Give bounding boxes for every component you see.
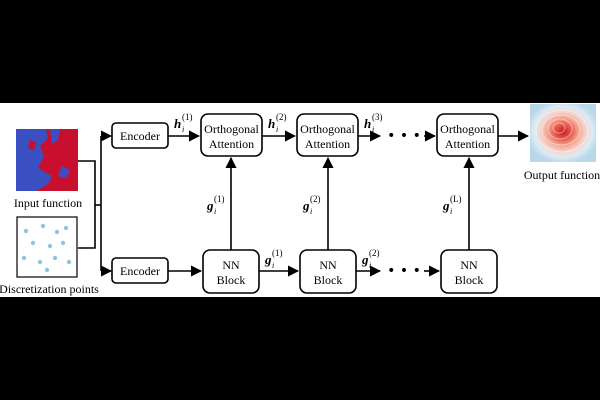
var-h3-base: h <box>364 116 371 131</box>
nn-block-1-line1: NN <box>222 258 240 272</box>
nn-block-3-line2: Block <box>455 273 484 287</box>
var-h1-sub: i <box>182 125 184 134</box>
var-gv1-base: g <box>206 198 214 213</box>
var-g-vertical-1: g i (1) <box>206 194 225 216</box>
output-function-label: Output function <box>524 168 600 182</box>
encoder-top-label: Encoder <box>120 129 160 143</box>
point-marker <box>30 240 36 246</box>
var-gv2-sub: i <box>310 207 312 216</box>
attention-block-2-line2: Attention <box>305 137 350 151</box>
bottom-ellipsis: • • • <box>387 263 421 279</box>
var-gh2-sup: (2) <box>369 248 380 258</box>
var-gh2-base: g <box>361 252 369 267</box>
var-g-vertical-2: g i (2) <box>302 194 321 216</box>
var-gh1-base: g <box>264 252 272 267</box>
var-h3-sub: i <box>372 125 374 134</box>
nn-block-3: NN Block <box>440 249 498 294</box>
input-function-label: Input function <box>14 196 82 210</box>
attention-block-2: Orthogonal Attention <box>296 113 359 157</box>
var-h1-sup: (1) <box>182 112 193 122</box>
point-marker <box>60 240 66 246</box>
var-gv1-sup: (1) <box>214 194 225 204</box>
var-gv2-sup: (2) <box>310 194 321 204</box>
nn-block-1-line2: Block <box>217 273 246 287</box>
var-h2-base: h <box>268 116 275 131</box>
point-marker <box>66 259 72 265</box>
point-marker <box>52 255 58 261</box>
var-g-vertical-3: g i (L) <box>442 194 462 216</box>
attention-block-3: Orthogonal Attention <box>436 113 499 157</box>
encoder-bottom-label: Encoder <box>120 264 160 278</box>
nn-block-3-line1: NN <box>460 258 478 272</box>
encoder-bottom: Encoder <box>111 257 169 284</box>
attention-block-1-line2: Attention <box>209 137 254 151</box>
point-marker <box>23 228 29 234</box>
var-g-horizontal-2: g i (2) <box>361 248 380 270</box>
output-function-image <box>530 104 596 162</box>
var-h1: h i (1) <box>174 112 193 134</box>
var-gv1-sub: i <box>214 207 216 216</box>
point-marker <box>37 259 43 265</box>
var-h1-base: h <box>174 116 181 131</box>
var-gv2-base: g <box>302 198 310 213</box>
point-marker <box>54 229 60 235</box>
var-g-horizontal-1: g i (1) <box>264 248 283 270</box>
point-marker <box>44 267 50 273</box>
var-h3: h i (3) <box>364 112 383 134</box>
attention-block-3-line2: Attention <box>445 137 490 151</box>
attention-block-1-line1: Orthogonal <box>204 122 259 136</box>
attention-block-2-line1: Orthogonal <box>300 122 355 136</box>
point-marker <box>47 243 53 249</box>
var-h2: h i (2) <box>268 112 287 134</box>
point-marker <box>40 223 46 229</box>
var-h3-sup: (3) <box>372 112 383 122</box>
nn-block-1: NN Block <box>202 249 260 294</box>
attention-block-3-line1: Orthogonal <box>440 122 495 136</box>
var-gh2-sub: i <box>369 261 371 270</box>
discretization-points-image <box>16 216 78 278</box>
encoder-top: Encoder <box>111 122 169 149</box>
var-h2-sup: (2) <box>276 112 287 122</box>
attention-block-1: Orthogonal Attention <box>200 113 263 157</box>
input-function-image <box>16 129 78 191</box>
var-gv3-sub: i <box>450 207 452 216</box>
var-h2-sub: i <box>276 125 278 134</box>
var-gv3-base: g <box>442 198 450 213</box>
point-marker <box>63 225 69 231</box>
discretization-points-label: Discretization points <box>0 282 99 296</box>
point-marker <box>21 255 27 261</box>
nn-block-2: NN Block <box>299 249 357 294</box>
nn-block-2-line1: NN <box>319 258 337 272</box>
top-ellipsis: • • • <box>387 128 421 144</box>
var-gv3-sup: (L) <box>450 194 462 204</box>
var-gh1-sub: i <box>272 261 274 270</box>
nn-block-2-line2: Block <box>314 273 343 287</box>
var-gh1-sup: (1) <box>272 248 283 258</box>
